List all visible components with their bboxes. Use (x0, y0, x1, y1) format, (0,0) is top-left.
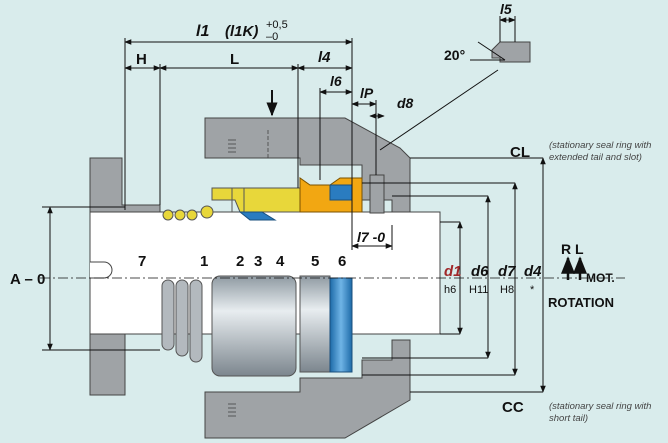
flange-hatch (228, 130, 269, 417)
dim-l7: l7 -0 (357, 229, 385, 245)
dim-l5: l5 (500, 1, 512, 17)
label-CC: CC (502, 399, 524, 416)
chamfer-detail (470, 16, 531, 63)
part-7: 7 (138, 253, 146, 270)
label-L: L (575, 241, 584, 257)
tol-d7: H8 (500, 284, 514, 296)
dim-l6: l6 (330, 73, 342, 89)
label-mot: MOT. (586, 271, 615, 285)
seat-housing (299, 275, 331, 373)
dim-d7: d7 (498, 263, 516, 280)
dim-d6: d6 (471, 263, 489, 280)
note-cc-1: (stationary seal ring with (549, 401, 651, 412)
tol-d1: h6 (444, 284, 456, 296)
label-CL: CL (510, 144, 530, 161)
note-cl-1: (stationary seal ring with (549, 140, 651, 151)
upper-parts (162, 174, 385, 221)
tol-upper: +0,5 (266, 19, 288, 31)
dim-lp: lP (360, 85, 374, 101)
spring-coils (161, 279, 203, 363)
part-6: 6 (338, 253, 346, 270)
note-cc-2: short tail) (549, 413, 588, 424)
part-3: 3 (254, 253, 262, 270)
tol-lower: –0 (266, 31, 278, 43)
label-R: R (561, 241, 571, 257)
shaft-key (90, 261, 113, 279)
stationary-ring (329, 277, 353, 373)
dim-d4: d4 (524, 263, 542, 280)
dim-H: H (136, 51, 147, 68)
dim-d1: d1 (444, 263, 462, 280)
dim-A: A – 0 (10, 271, 45, 288)
part-4: 4 (276, 253, 285, 270)
dim-d8: d8 (397, 95, 414, 111)
note-cl-2: extended tail and slot) (549, 152, 642, 163)
dim-l1k: (l1K) (225, 23, 258, 40)
rotating-sleeve (211, 275, 297, 377)
part-2: 2 (236, 253, 244, 270)
tol-d4: * (530, 284, 535, 296)
dim-l1: l1 (196, 23, 209, 40)
angle-20: 20° (444, 47, 465, 63)
rotation-arrows (561, 256, 587, 280)
dimension-lines (42, 38, 546, 393)
label-rotation: ROTATION (548, 295, 614, 310)
tol-d6: H11 (469, 284, 488, 296)
dim-l4: l4 (318, 49, 331, 66)
dim-L: L (230, 51, 239, 68)
part-1: 1 (200, 253, 208, 270)
part-5: 5 (311, 253, 319, 270)
